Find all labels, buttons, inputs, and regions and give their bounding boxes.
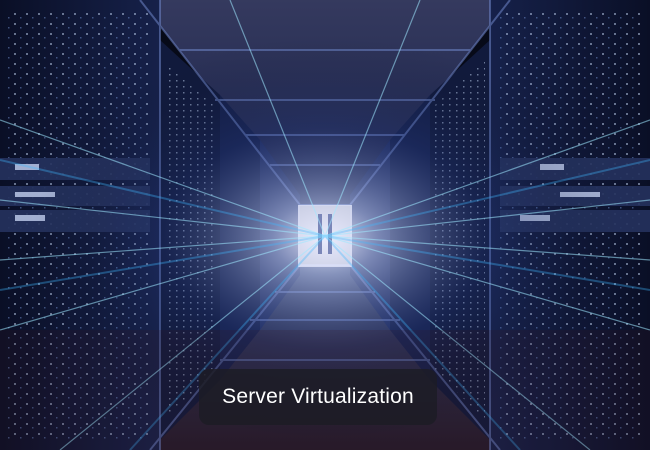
caption-label: Server Virtualization	[199, 369, 437, 425]
